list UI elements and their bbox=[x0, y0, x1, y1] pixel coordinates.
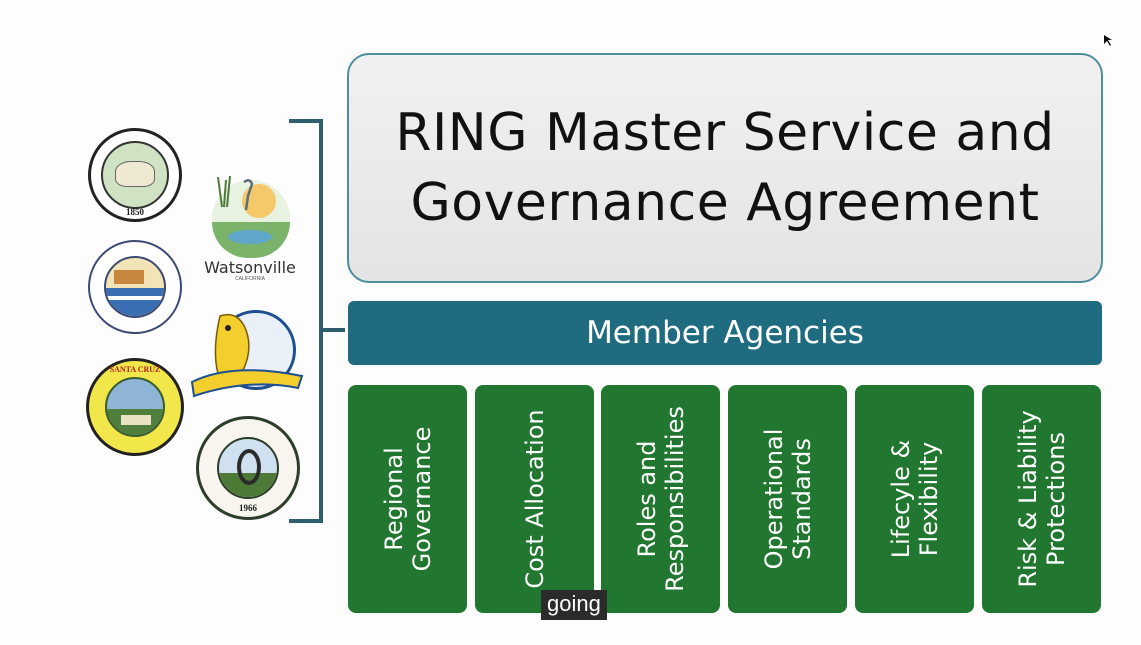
county-seal-year: 1850 bbox=[126, 207, 144, 217]
pillar-label: Lifecyle & Flexibility bbox=[886, 439, 943, 559]
agreement-title: RING Master Service and Governance Agree… bbox=[395, 98, 1054, 238]
heron-icon bbox=[217, 175, 254, 211]
county-of-santa-cruz-seal: 1850 bbox=[88, 128, 182, 222]
pillar-operational-standards: Operational Standards bbox=[728, 385, 847, 613]
member-agencies-bracket bbox=[289, 119, 345, 523]
city-of-capitola-seal bbox=[88, 240, 182, 334]
title-line-1: RING Master Service and bbox=[395, 103, 1055, 163]
watsonville-name: Watsonville bbox=[204, 258, 296, 277]
city-of-scotts-valley-seal: 1966 bbox=[196, 416, 300, 520]
pillar-risk-liability-protections: Risk & Liability Protections bbox=[982, 385, 1101, 613]
pillar-cost-allocation: Cost Allocation bbox=[475, 385, 594, 613]
mouse-cursor-icon bbox=[1104, 35, 1112, 46]
pillar-label: Operational Standards bbox=[759, 428, 816, 570]
video-caption: going bbox=[541, 590, 607, 620]
pillar-label: Roles and Responsibilities bbox=[632, 406, 689, 592]
slug-mascot-logo bbox=[190, 298, 308, 404]
pillar-label: Regional Governance bbox=[379, 426, 436, 572]
city-of-santa-cruz-seal: SANTA CRUZ bbox=[86, 358, 184, 456]
pillar-label: Risk & Liability Protections bbox=[1013, 410, 1070, 588]
title-line-2: Governance Agreement bbox=[410, 173, 1040, 233]
watsonville-sub: CALIFORNIA bbox=[234, 276, 265, 282]
banana-slug-icon bbox=[190, 313, 304, 398]
agreement-title-box: RING Master Service and Governance Agree… bbox=[347, 53, 1103, 283]
watsonville-logo: Watsonville CALIFORNIA bbox=[200, 172, 300, 284]
pillar-label: Cost Allocation bbox=[520, 409, 549, 589]
pillar-lifecycle-flexibility: Lifecyle & Flexibility bbox=[855, 385, 974, 613]
pillar-roles-and-responsibilities: Roles and Responsibilities bbox=[601, 385, 720, 613]
santa-cruz-seal-text: SANTA CRUZ bbox=[109, 365, 161, 374]
scotts-valley-seal-year: 1966 bbox=[239, 503, 257, 513]
member-agencies-bar: Member Agencies bbox=[348, 301, 1102, 365]
pillar-regional-governance: Regional Governance bbox=[348, 385, 467, 613]
